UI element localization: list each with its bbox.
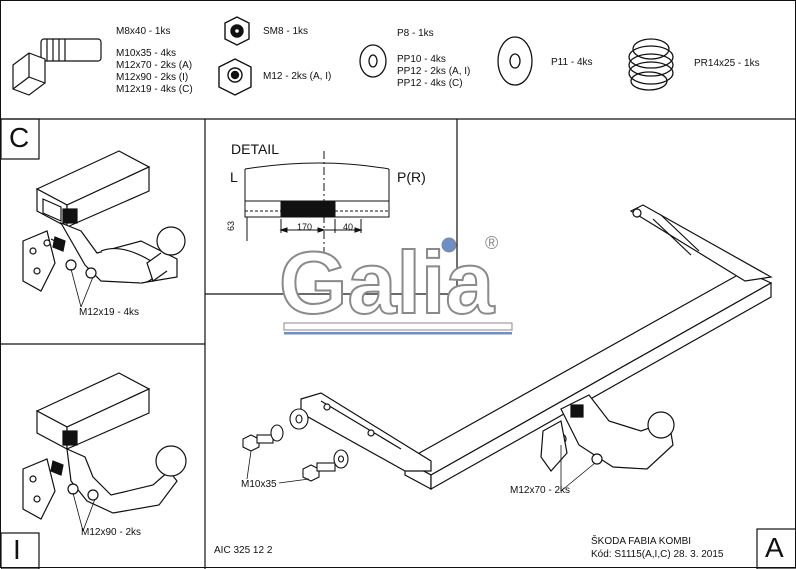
logo-registered-mark: ®: [485, 233, 499, 253]
part-label-p8: P8 - 1ks: [397, 28, 434, 39]
view-c-drawing: [22, 150, 186, 292]
part-label-pp12-ai: PP12 - 2ks (A, I): [397, 66, 471, 77]
view-a-letter: A: [765, 532, 784, 563]
part-label-m12x90: M12x90 - 2ks (I): [116, 72, 189, 83]
part-label-pp12-c: PP12 - 4ks (C): [397, 78, 463, 89]
detail-dim-170: 170: [297, 222, 313, 232]
washer-p11-drawing: [497, 36, 533, 86]
part-label-pp10: PP10 - 4ks: [397, 54, 446, 65]
nut-m12-drawing: [218, 58, 252, 96]
view-i-letter: I: [13, 534, 21, 565]
view-a-drawing: [300, 204, 773, 491]
part-label-m10x35: M10x35 - 4ks: [116, 48, 177, 59]
drawing-code: AIC 325 12 2: [214, 545, 273, 556]
kod-date: Kód: S1115(A,I,C) 28. 3. 2015: [591, 549, 724, 560]
vehicle-model: ŠKODA FABIA KOMBI: [591, 536, 692, 547]
detail-title: DETAIL: [231, 141, 279, 157]
part-label-pr14x25: PR14x25 - 1ks: [694, 58, 760, 69]
detail-dim-40: 40: [343, 222, 354, 232]
spring-pr14x25-drawing: [628, 38, 674, 91]
logo-letters: Galia: [279, 233, 495, 332]
part-label-m12x19: M12x19 - 4ks (C): [116, 84, 193, 95]
view-c-callout: M12x19 - 4ks: [79, 307, 140, 318]
detail-dim-63: 63: [226, 220, 236, 231]
detail-left-label: L: [230, 169, 238, 185]
part-label-m8x40: M8x40 - 1ks: [116, 26, 171, 37]
view-a-callout-bolt: M10x35: [241, 479, 277, 490]
bolt-m8x40-drawing: [12, 38, 102, 96]
washer-p8-drawing: [359, 44, 387, 78]
part-label-m12x70: M12x70 - 2ks (A): [116, 60, 193, 71]
view-c-letter: C: [9, 122, 30, 153]
nut-sm8-drawing: [224, 16, 250, 46]
view-a-callout-m12: M12x70 - 2ks: [510, 485, 571, 496]
detail-right-label: P(R): [397, 169, 426, 185]
view-i-callout: M12x90 - 2ks: [81, 527, 142, 538]
part-label-m12-nut: M12 - 2ks (A, I): [263, 71, 332, 82]
part-label-p11: P11 - 4ks: [551, 57, 593, 68]
detail-drawing: [244, 151, 390, 263]
part-label-sm8: SM8 - 1ks: [263, 26, 309, 37]
hardware-exploded: [242, 408, 349, 482]
view-i-drawing: [22, 372, 187, 520]
galia-logo-graphic: Galia: [278, 232, 513, 335]
